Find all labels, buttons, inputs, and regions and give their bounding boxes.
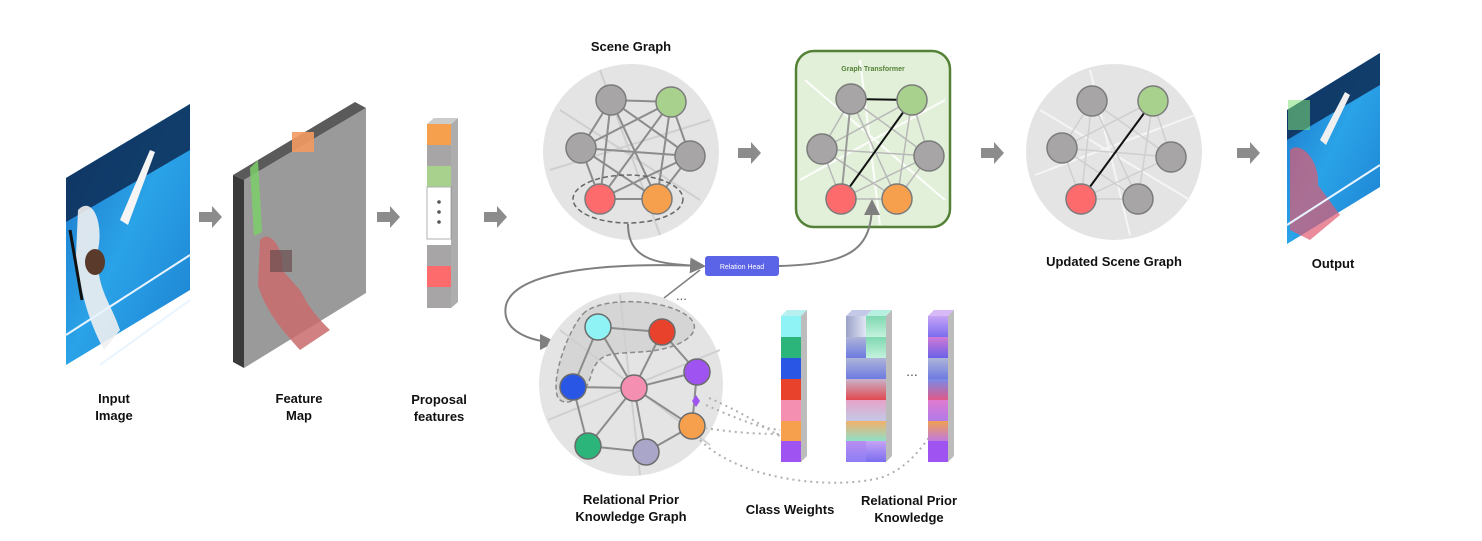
prior-graph-label-line2: Knowledge Graph (575, 509, 686, 524)
proposal-label-line1: Proposal (411, 392, 467, 407)
arrow-transformer-to-updated (981, 142, 1004, 164)
graph-transformer-box: Graph Transformer (794, 49, 952, 229)
prior-knowledge-graph (539, 292, 723, 476)
scene-graph-title: Scene Graph (591, 39, 671, 54)
prior-knowledge-column-3 (928, 310, 954, 462)
prior-knowledge-label-line2: Knowledge (874, 510, 943, 525)
output-label: Output (1312, 256, 1355, 271)
feature-map (233, 102, 366, 368)
arrow-input-to-feature (199, 206, 222, 228)
scene-graph (543, 64, 719, 240)
arrow-scene-to-transformer (738, 142, 761, 164)
prior-knowledge-column-2 (866, 310, 892, 462)
class-weights-column (781, 310, 807, 462)
feature-label-line1: Feature (276, 391, 323, 406)
feature-label-line2: Map (286, 408, 312, 423)
arrow-updated-to-output (1237, 142, 1260, 164)
proposal-label-line2: features (414, 409, 465, 424)
arrow-feature-to-proposal (377, 206, 400, 228)
dotted-links (699, 397, 931, 484)
prior-knowledge-label-line1: Relational Prior (861, 493, 957, 508)
updated-scene-graph-title: Updated Scene Graph (1046, 254, 1182, 269)
output-image (1286, 53, 1381, 244)
input-label-line1: Input (98, 391, 130, 406)
prior-knowledge-column-1 (846, 310, 872, 462)
relation-ellipsis: ... (676, 288, 687, 303)
updated-scene-graph (1026, 64, 1202, 240)
relation-head-label: Relation Head (720, 264, 764, 271)
relation-head-flow: ... Relation Head (504, 199, 880, 350)
proposal-features-column (426, 118, 458, 308)
arrow-proposal-to-scene (484, 206, 507, 228)
columns-ellipsis: ... (906, 363, 918, 379)
input-label-line2: Image (95, 408, 133, 423)
relation-head-box (705, 256, 779, 276)
input-image (65, 104, 191, 366)
graph-transformer-label: Graph Transformer (841, 66, 905, 73)
prior-graph-label-line1: Relational Prior (583, 492, 679, 507)
class-weights-label: Class Weights (746, 502, 835, 517)
